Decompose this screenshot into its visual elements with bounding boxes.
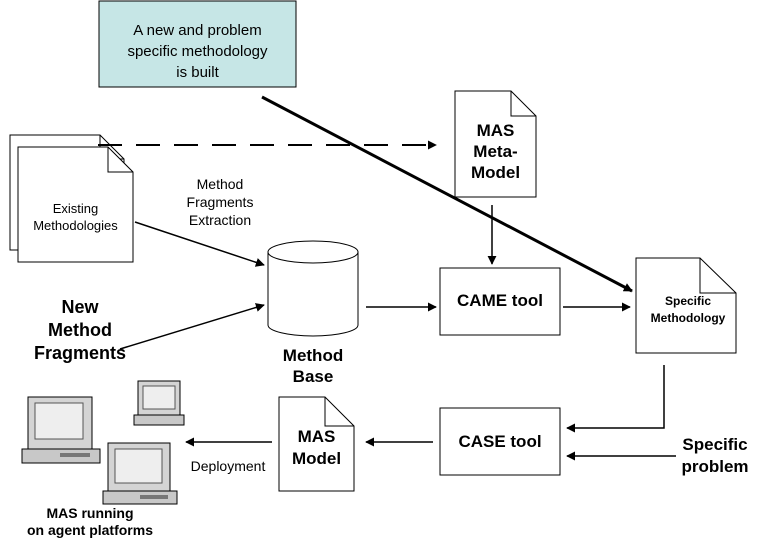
label-line: on agent platforms	[26, 522, 153, 538]
came-tool-box	[439, 267, 561, 336]
new-fragments-arrow	[119, 303, 265, 350]
label-line: Meta-	[473, 142, 518, 161]
specific-problem-label: Specific problem	[672, 434, 758, 478]
new-methodology-box	[98, 0, 297, 88]
extraction-arrow	[134, 221, 265, 267]
mas-running-label: MAS running on agent platforms	[2, 505, 178, 539]
label-line: MAS running	[46, 505, 134, 521]
case-tool-label: CASE tool	[440, 432, 560, 452]
computer-icon	[133, 380, 185, 426]
extraction-label: Method Fragments Extraction	[160, 175, 280, 229]
new-methodology-label: A new and problem specific methodology i…	[99, 20, 296, 83]
label-line: New	[61, 297, 99, 317]
deployment-label: Deployment	[178, 458, 278, 474]
mas-model-label: MAS Model	[279, 426, 354, 470]
document-icon	[454, 90, 537, 198]
existing-methodologies-label: Existing Methodologies	[18, 200, 133, 234]
came-tool-text: CAME tool	[457, 291, 543, 310]
document-icon	[278, 396, 355, 492]
label-line: Specific	[664, 294, 712, 308]
label-line: MAS	[297, 427, 336, 446]
label-line: problem	[681, 457, 749, 476]
new-methodology-arrow	[261, 95, 633, 293]
label-line: Existing	[52, 201, 99, 216]
deployment-text: Deployment	[190, 458, 266, 474]
label-line: Base	[292, 367, 334, 386]
label-line: MAS	[476, 121, 515, 140]
label-line: Fragments	[33, 343, 127, 363]
computer-icon	[102, 442, 178, 505]
label-line: Model	[291, 449, 342, 468]
label-line: Method	[282, 346, 344, 365]
came-tool-label: CAME tool	[440, 291, 560, 311]
cylinder-icon	[267, 240, 359, 337]
method-base-label: Method Base	[263, 345, 363, 387]
label-line: specific methodology	[127, 43, 268, 60]
computer-icon	[21, 396, 101, 464]
label-line: Methodology	[650, 311, 726, 325]
label-line: Methodologies	[33, 218, 118, 233]
label-line: is built	[176, 64, 219, 81]
label-line: Extraction	[188, 212, 252, 228]
specific-methodology-label: Specific Methodology	[636, 293, 740, 327]
document-stack-icon	[9, 134, 134, 263]
label-line: A new and problem	[133, 22, 262, 39]
label-line: Fragments	[186, 194, 254, 210]
new-method-fragments-label: New Method Fragments	[28, 296, 132, 365]
specific-to-case-arrow	[566, 365, 665, 433]
label-line: Model	[470, 163, 521, 182]
label-line: Method	[48, 320, 112, 340]
mas-meta-model-label: MAS Meta- Model	[455, 120, 536, 183]
document-icon	[635, 257, 737, 354]
case-tool-text: CASE tool	[458, 432, 542, 451]
case-tool-box	[439, 407, 561, 476]
label-line: Method	[196, 176, 244, 192]
label-line: Specific	[682, 435, 748, 454]
